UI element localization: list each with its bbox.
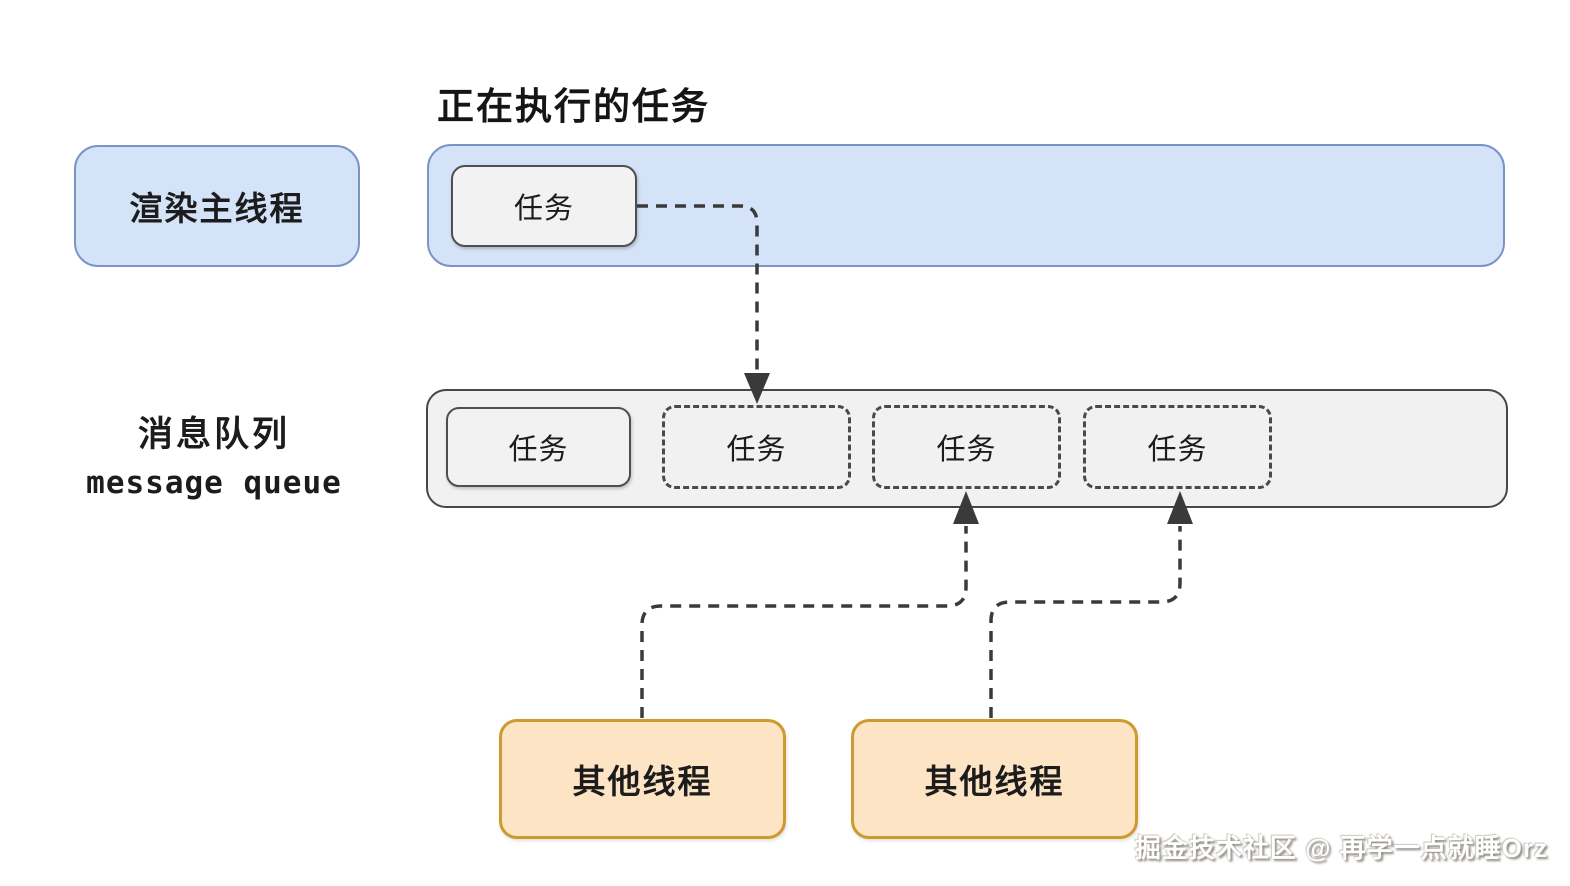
diagram-title: 正在执行的任务 <box>437 86 710 127</box>
arrow-thread1-to-queue <box>640 526 968 718</box>
render-main-thread-label: 渲染主线程 <box>129 190 305 227</box>
render-main-thread-box: 渲染主线程 <box>74 145 360 267</box>
executing-task-box: 任务 <box>451 165 637 247</box>
other-thread-box-2: 其他线程 <box>851 719 1138 839</box>
message-queue-label: 消息队列 message queue <box>28 410 400 506</box>
other-thread-box-1: 其他线程 <box>499 719 786 839</box>
queue-task-4: 任务 <box>1083 405 1272 489</box>
queue-task-1: 任务 <box>446 407 631 487</box>
watermark: 掘金技术社区 @ 再学一点就睡Orz <box>1134 833 1548 863</box>
queue-task-3: 任务 <box>872 405 1061 489</box>
arrow-thread2-to-queue <box>989 526 1182 718</box>
message-queue-label-en: message queue <box>86 464 342 501</box>
message-queue-label-zh: 消息队列 <box>137 415 290 454</box>
queue-task-2: 任务 <box>662 405 851 489</box>
